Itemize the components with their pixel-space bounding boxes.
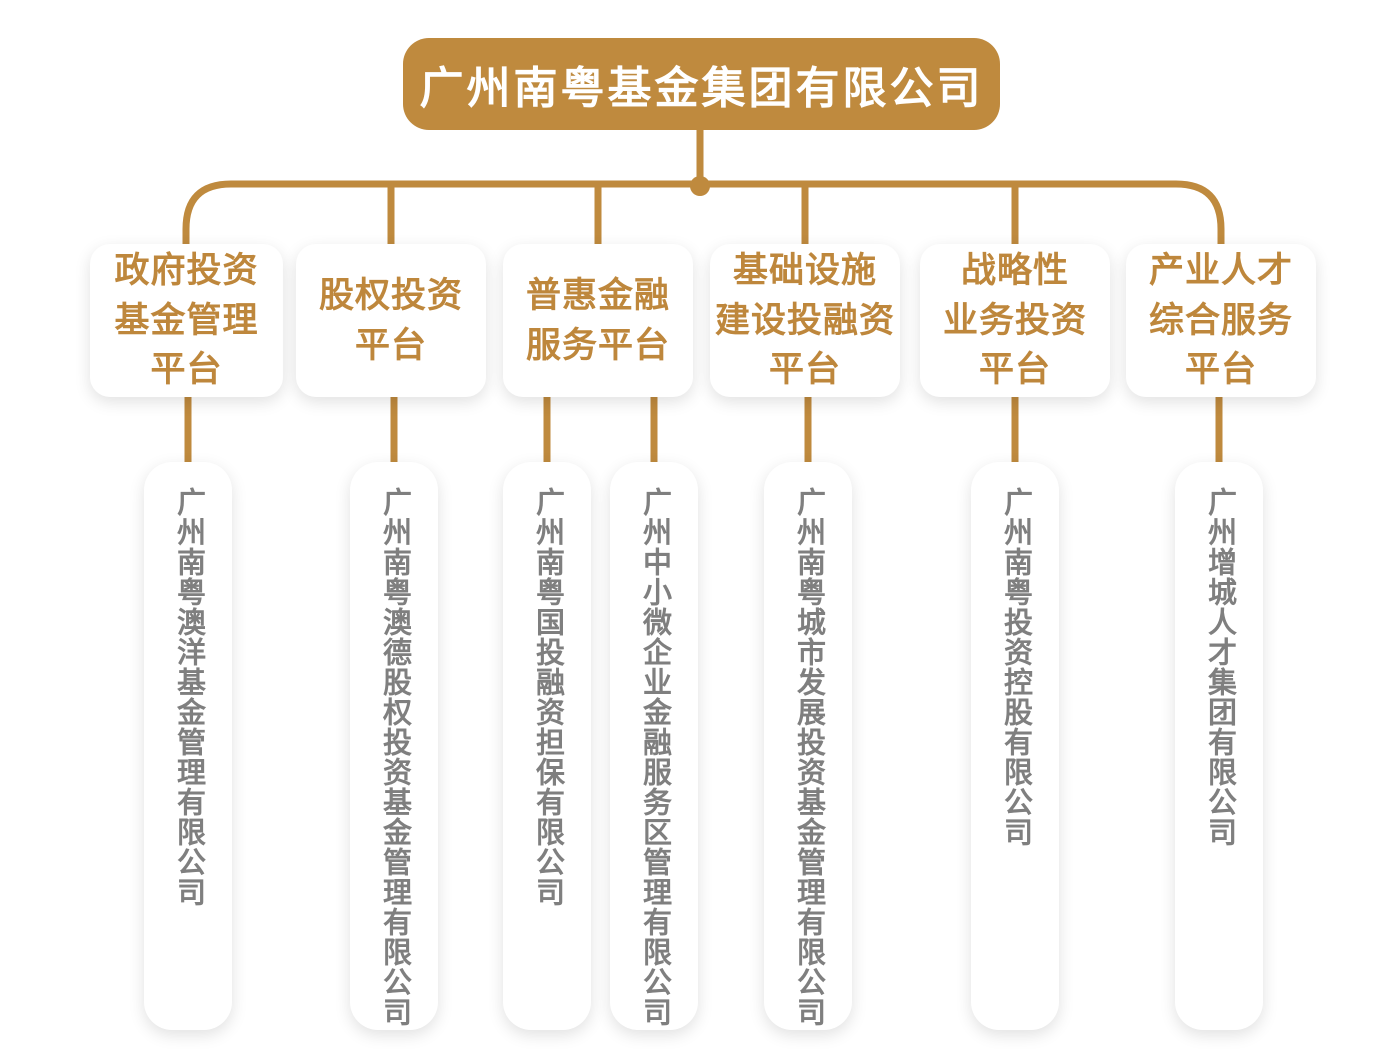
company-box-guotou-guarantee: 广州南粤国投融资担保有限公司	[503, 462, 591, 1030]
company-box-zengcheng-talent-group: 广州增城人才集团有限公司	[1175, 462, 1263, 1030]
platform-label: 普惠金融 服务平台	[525, 275, 670, 365]
platform-label: 基础设施 建设投融资 平台	[714, 250, 895, 390]
company-box-investment-holding: 广州南粤投资控股有限公司	[971, 462, 1059, 1030]
company-box-urban-development-fund: 广州南粤城市发展投资基金管理有限公司	[764, 462, 852, 1030]
platform-box-government-investment: 政府投资 基金管理 平台	[90, 244, 283, 397]
company-name: 广州南粤国投融资担保有限公司	[531, 487, 564, 907]
platform-label: 股权投资 平台	[318, 275, 463, 365]
company-name: 广州南粤澳洋基金管理有限公司	[172, 487, 205, 907]
platform-label: 战略性 业务投资 平台	[942, 250, 1087, 390]
platform-label: 产业人才 综合服务 平台	[1148, 250, 1293, 390]
company-box-aoyang-fund: 广州南粤澳洋基金管理有限公司	[144, 462, 232, 1030]
bus-junction-dot	[690, 176, 710, 196]
platform-box-strategic-business: 战略性 业务投资 平台	[920, 244, 1110, 397]
company-name: 广州增城人才集团有限公司	[1203, 487, 1236, 847]
platform-box-inclusive-finance: 普惠金融 服务平台	[503, 244, 693, 397]
company-box-sme-finance-zone: 广州中小微企业金融服务区管理有限公司	[610, 462, 698, 1030]
root-company-box: 广州南粤基金集团有限公司	[403, 38, 1000, 130]
company-name: 广州南粤投资控股有限公司	[999, 487, 1032, 847]
root-company-name: 广州南粤基金集团有限公司	[419, 64, 984, 113]
company-box-aode-equity-fund: 广州南粤澳德股权投资基金管理有限公司	[350, 462, 438, 1030]
platform-box-equity-investment: 股权投资 平台	[296, 244, 486, 397]
company-name: 广州南粤城市发展投资基金管理有限公司	[792, 487, 825, 1027]
platform-label: 政府投资 基金管理 平台	[114, 250, 259, 390]
platform-box-infrastructure: 基础设施 建设投融资 平台	[710, 244, 900, 397]
company-name: 广州南粤澳德股权投资基金管理有限公司	[378, 487, 411, 1027]
company-name: 广州中小微企业金融服务区管理有限公司	[638, 487, 671, 1027]
platform-box-industry-talent: 产业人才 综合服务 平台	[1126, 244, 1316, 397]
